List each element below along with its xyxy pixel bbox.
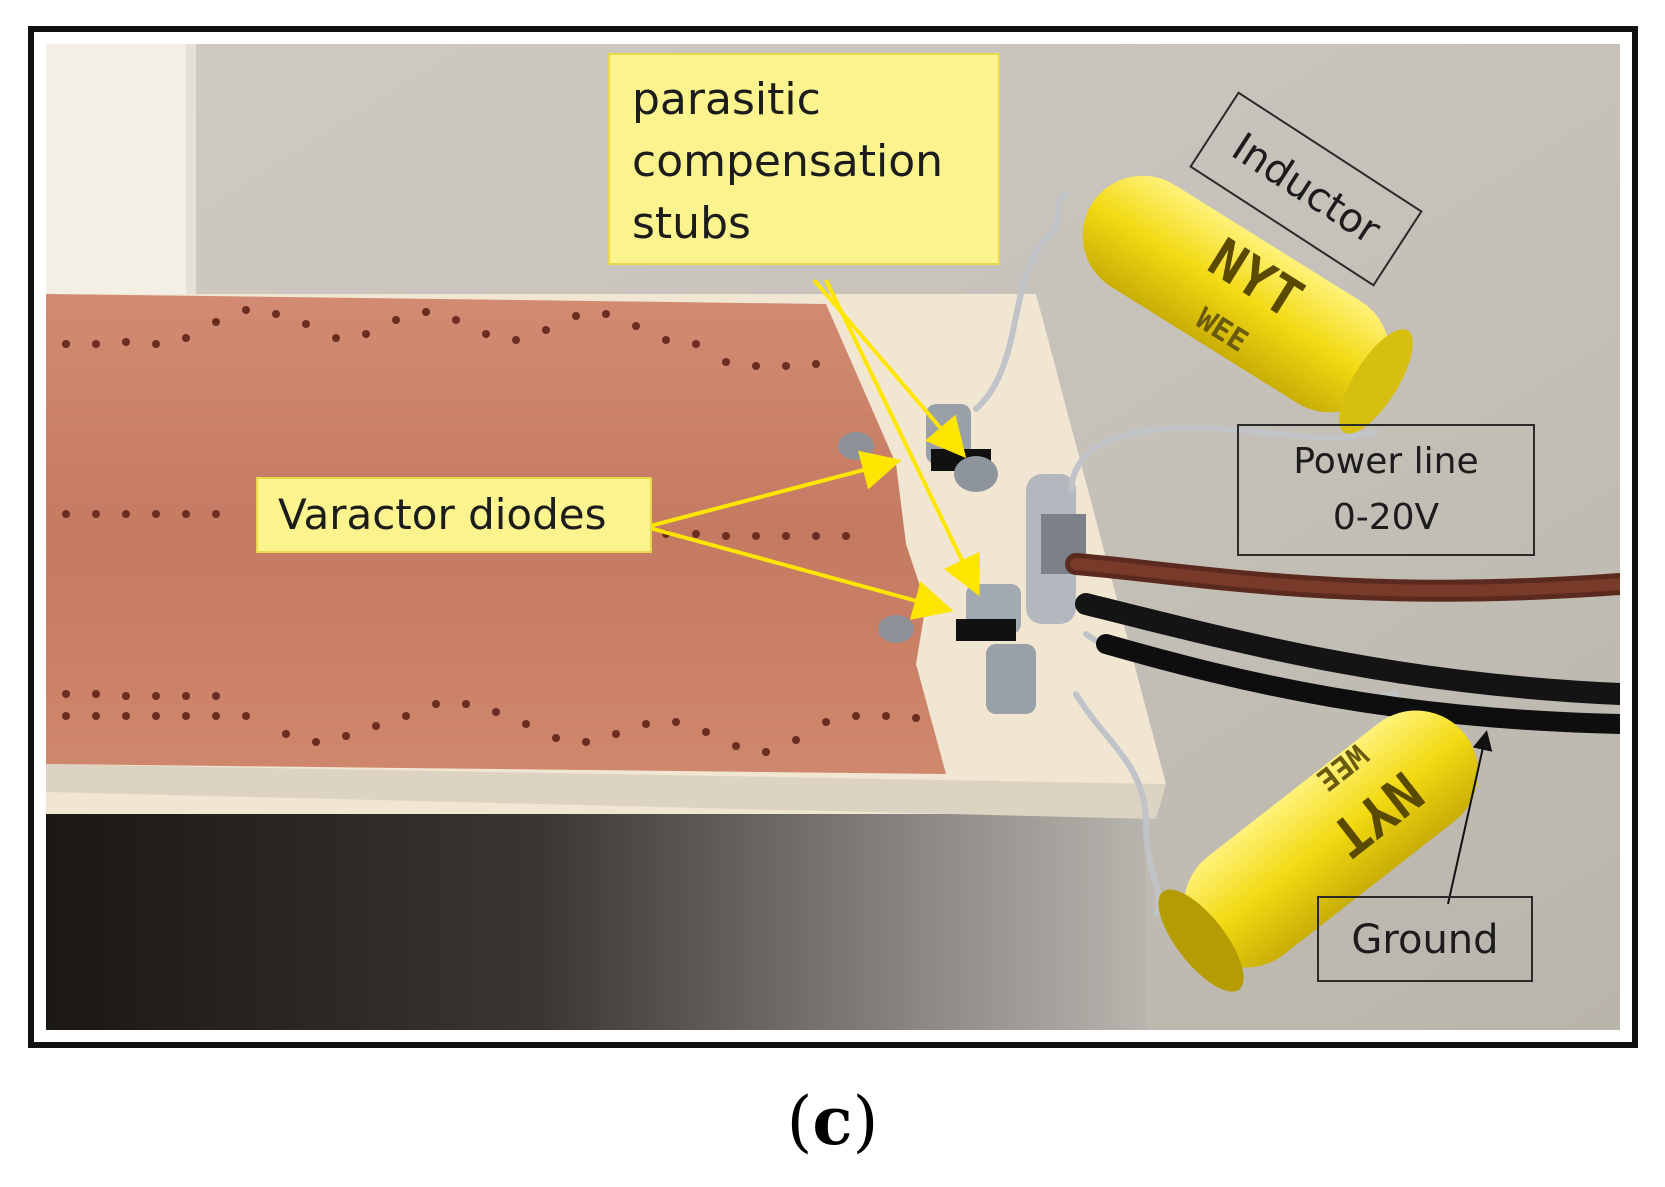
inductor-component-top: NYT WEE [1082, 175, 1413, 434]
wires [973, 191, 1620, 917]
board-edge [186, 44, 196, 304]
varactor-diodes-label: Varactor diodes [256, 477, 652, 553]
figure-caption: (c) [0, 1082, 1665, 1160]
pcb-edge [46, 764, 1166, 819]
annotation-arrows [645, 278, 1493, 905]
via-rows [62, 306, 920, 756]
ground-arrow [1447, 730, 1493, 905]
power-line-label: Power line 0-20V [1237, 424, 1535, 556]
stubs-label: parasitic compensation stubs [608, 53, 1000, 265]
white-board [46, 44, 186, 299]
caption-close-paren: ) [852, 1083, 879, 1160]
caption-open-paren: ( [786, 1083, 813, 1160]
figure-frame: NYT WEE NYT WEE parasitic compensation s… [28, 26, 1638, 1048]
caption-letter: c [812, 1082, 853, 1160]
diodes-arrow-2 [645, 525, 954, 620]
inductor-component-bottom: NYT WEE [1158, 710, 1479, 992]
diodes-arrow-1 [645, 450, 902, 529]
ground-label: Ground [1317, 896, 1533, 982]
stubs-arrow-2 [824, 279, 981, 597]
shadow-region [46, 784, 1146, 1030]
